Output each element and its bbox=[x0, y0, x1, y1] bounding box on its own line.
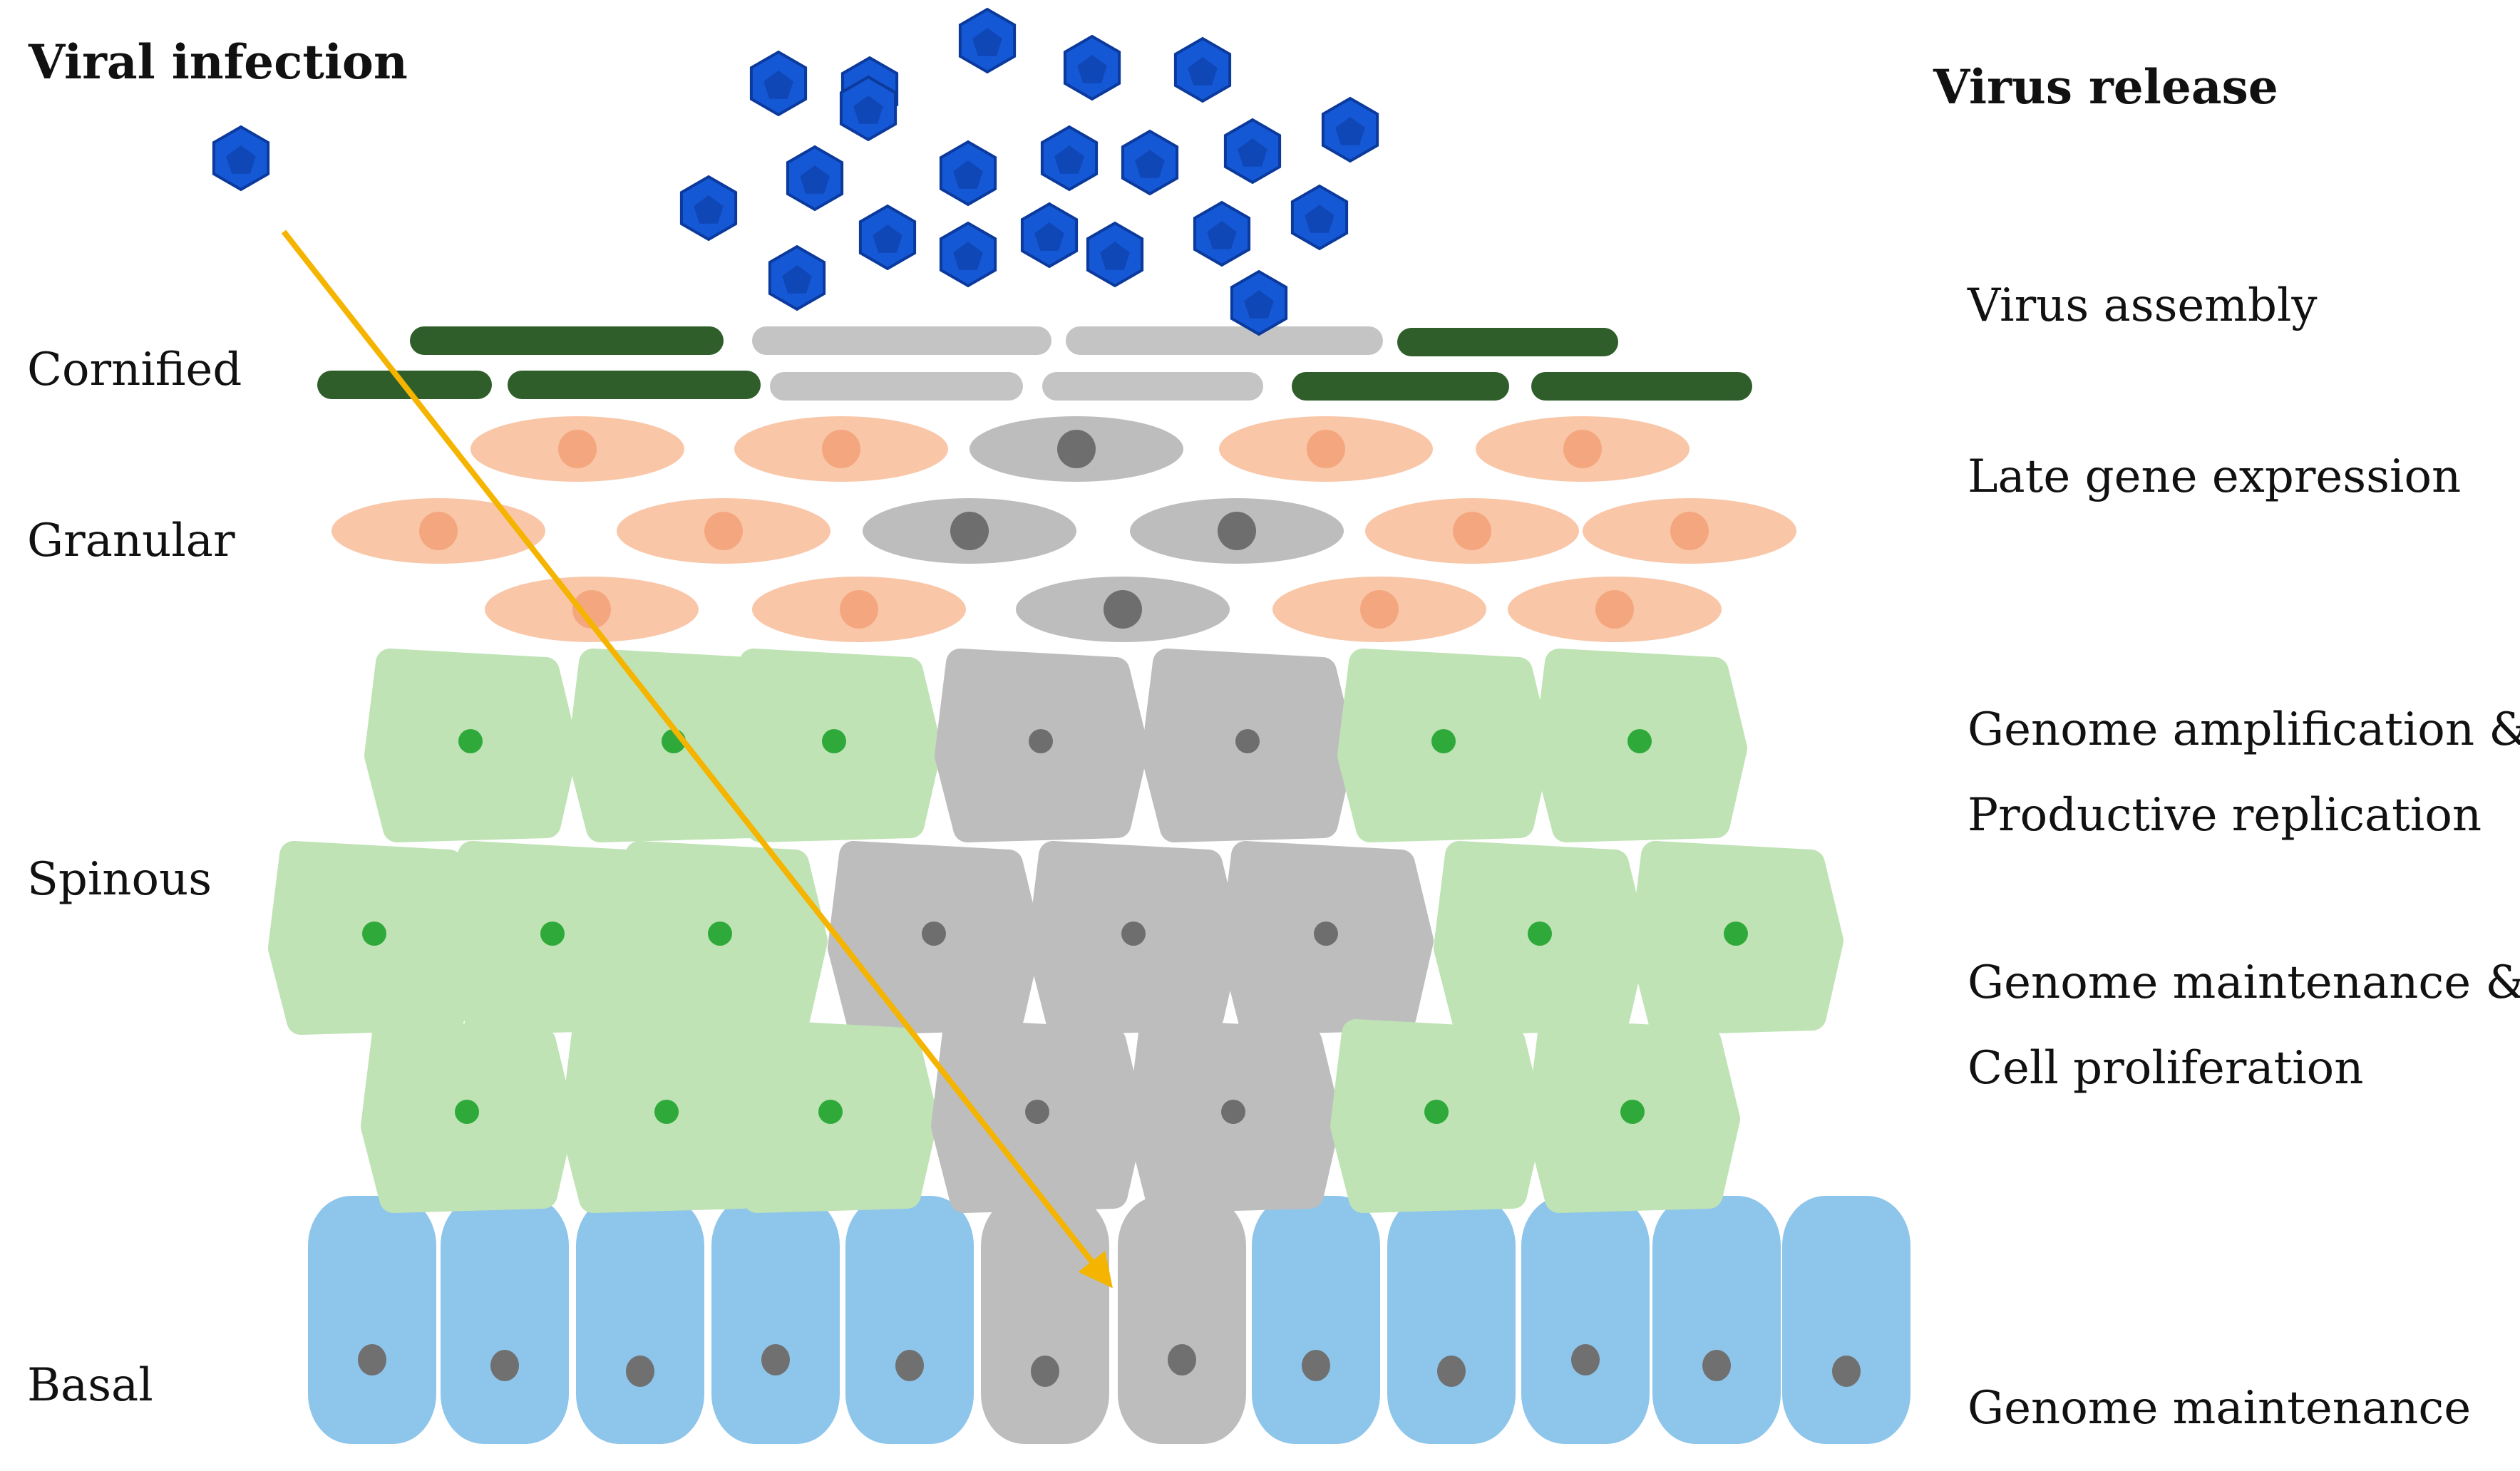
granular-cell bbox=[1272, 577, 1486, 642]
granular-cell bbox=[617, 498, 830, 564]
stage-genome-maintenance: Genome maintenance bbox=[1968, 1382, 2471, 1435]
granular-cell bbox=[1365, 498, 1579, 564]
basal-cell bbox=[711, 1196, 840, 1444]
cornified-squame bbox=[508, 371, 761, 399]
basal-cell bbox=[441, 1196, 569, 1444]
spinous-cell bbox=[268, 841, 482, 1035]
infected-granular-cell bbox=[970, 416, 1183, 482]
spinous-cell bbox=[1533, 649, 1747, 842]
virion bbox=[939, 221, 997, 288]
infected-spinous-cell bbox=[931, 1019, 1145, 1213]
basal-cell bbox=[308, 1196, 436, 1444]
granular-cell bbox=[470, 416, 684, 482]
basal-cell bbox=[1252, 1196, 1380, 1444]
infected-granular-cell bbox=[1016, 577, 1230, 642]
virion bbox=[1321, 96, 1379, 163]
infection-arrow bbox=[281, 229, 1113, 1289]
virus-release-label: Virus release bbox=[1933, 59, 2278, 115]
virion bbox=[839, 75, 898, 142]
granular-cell bbox=[485, 577, 699, 642]
granular-cell bbox=[1476, 416, 1690, 482]
basal-layer bbox=[308, 1196, 1910, 1444]
granular-cell bbox=[752, 577, 966, 642]
infected-cornified-squame bbox=[752, 326, 1051, 355]
viral-infection-label: Viral infection bbox=[28, 34, 408, 90]
virion bbox=[1223, 118, 1282, 185]
cornified-squame bbox=[1531, 372, 1752, 401]
basal-cell bbox=[1782, 1196, 1910, 1444]
granular-cell bbox=[734, 416, 948, 482]
spinous-cell bbox=[364, 649, 578, 842]
infected-spinous-cell bbox=[1141, 649, 1355, 842]
layer-label-spinous: Spinous bbox=[27, 853, 212, 906]
infected-cornified-squame bbox=[1042, 372, 1263, 401]
virion bbox=[1121, 129, 1179, 196]
virion bbox=[768, 244, 826, 311]
cornified-squame bbox=[410, 326, 724, 355]
basal-cell bbox=[1652, 1196, 1781, 1444]
granular-cell bbox=[1583, 498, 1796, 564]
virion bbox=[212, 125, 270, 192]
spinous-cell bbox=[361, 1019, 575, 1213]
infected-basal-cell bbox=[1118, 1196, 1246, 1444]
virion bbox=[958, 7, 1017, 74]
infected-cornified-squame bbox=[770, 372, 1023, 401]
virion bbox=[1230, 269, 1288, 336]
infected-spinous-cell bbox=[828, 841, 1042, 1035]
layer-label-granular: Granular bbox=[27, 515, 235, 567]
spinous-cell bbox=[728, 649, 942, 842]
cornified-squame bbox=[1292, 372, 1509, 401]
granular-layer bbox=[331, 416, 1796, 642]
basal-cell bbox=[576, 1196, 704, 1444]
infected-cornified-squame bbox=[1066, 326, 1383, 355]
virion bbox=[786, 145, 844, 212]
spinous-cell bbox=[614, 841, 828, 1035]
stage-genome-maintenance-and: Genome maintenance & bbox=[1968, 956, 2520, 1009]
cornified-squame bbox=[1397, 328, 1618, 356]
basal-cell bbox=[1521, 1196, 1650, 1444]
virion bbox=[1086, 221, 1144, 288]
granular-cell bbox=[331, 498, 545, 564]
virion bbox=[1290, 184, 1349, 251]
spinous-cell bbox=[1630, 841, 1843, 1035]
infected-spinous-cell bbox=[935, 649, 1148, 842]
spinous-cell bbox=[1526, 1019, 1740, 1213]
stage-cell-proliferation: Cell proliferation bbox=[1968, 1042, 2363, 1095]
virion bbox=[1173, 36, 1232, 103]
virion bbox=[679, 175, 738, 242]
granular-cell bbox=[1508, 577, 1722, 642]
stage-late-gene-expression: Late gene expression bbox=[1968, 450, 2461, 503]
spinous-cell bbox=[724, 1019, 938, 1213]
virion bbox=[1193, 200, 1251, 267]
stage-productive-replication: Productive replication bbox=[1968, 789, 2482, 842]
layer-label-basal: Basal bbox=[27, 1359, 153, 1412]
virion-cluster bbox=[212, 7, 1379, 336]
virion bbox=[1020, 202, 1079, 269]
virion bbox=[939, 140, 997, 207]
spinous-cell bbox=[1330, 1019, 1544, 1213]
infected-spinous-cell bbox=[1220, 841, 1434, 1035]
infected-spinous-cell bbox=[1027, 841, 1241, 1035]
spinous-cell bbox=[1337, 649, 1551, 842]
virion bbox=[1063, 34, 1121, 101]
stage-virus-assembly: Virus assembly bbox=[1967, 279, 2318, 332]
infected-spinous-cell bbox=[1127, 1019, 1341, 1213]
cornified-layer bbox=[317, 326, 1752, 401]
layer-label-cornified: Cornified bbox=[27, 344, 242, 396]
virion bbox=[858, 204, 917, 271]
basal-cell bbox=[1387, 1196, 1516, 1444]
infected-basal-cell bbox=[981, 1196, 1109, 1444]
spinous-cell bbox=[1434, 841, 1647, 1035]
basal-cell bbox=[845, 1196, 974, 1444]
granular-cell bbox=[1219, 416, 1433, 482]
infected-granular-cell bbox=[863, 498, 1076, 564]
infected-granular-cell bbox=[1130, 498, 1344, 564]
virion bbox=[749, 50, 808, 117]
stage-genome-amplification: Genome amplification & bbox=[1968, 703, 2520, 756]
virion bbox=[1040, 125, 1099, 192]
spinous-layer bbox=[268, 649, 1843, 1213]
